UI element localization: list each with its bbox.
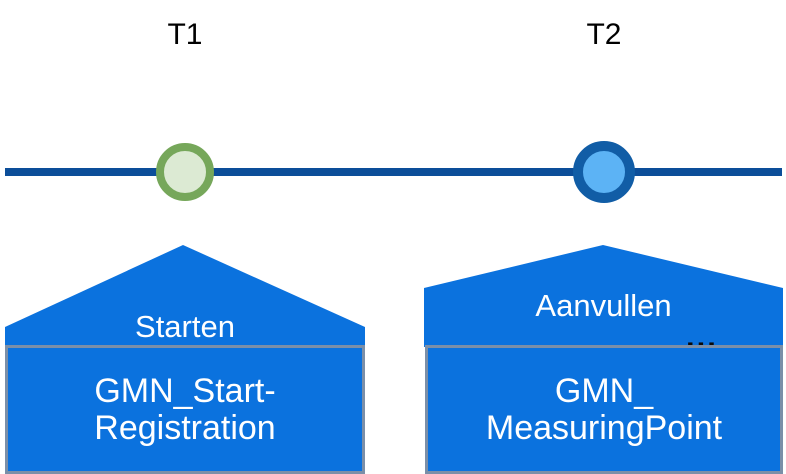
- process-action-label-start-registration: Starten: [135, 309, 235, 344]
- process-shape-measuring-point[interactable]: Aanvullen ... GMN_ MeasuringPoint: [424, 245, 783, 474]
- process-body-line-1: GMN_: [554, 371, 654, 410]
- process-roof-measuring-point: [424, 245, 783, 347]
- timeline-axis: [5, 168, 782, 176]
- process-body-measuring-point[interactable]: GMN_ MeasuringPoint: [425, 345, 783, 474]
- process-roof-start-registration: [5, 245, 365, 347]
- process-body-line-2: Registration: [94, 408, 276, 447]
- pentagon-roof-icon: [424, 245, 783, 347]
- timeline-event-marker-t1[interactable]: [156, 143, 214, 201]
- process-body-line-1: GMN_Start-: [94, 371, 276, 410]
- timeline-tick-label-t1: T1: [167, 18, 203, 51]
- timeline-tick-label-t2: T2: [586, 18, 622, 51]
- timeline-event-marker-t2[interactable]: [573, 141, 635, 203]
- process-body-start-registration[interactable]: GMN_Start- Registration: [5, 345, 365, 474]
- process-body-line-2: MeasuringPoint: [485, 408, 723, 447]
- pentagon-roof-icon: [5, 245, 365, 347]
- process-action-label-measuring-point: Aanvullen: [535, 288, 672, 323]
- process-shape-start-registration[interactable]: Starten GMN_Start- Registration: [5, 245, 365, 474]
